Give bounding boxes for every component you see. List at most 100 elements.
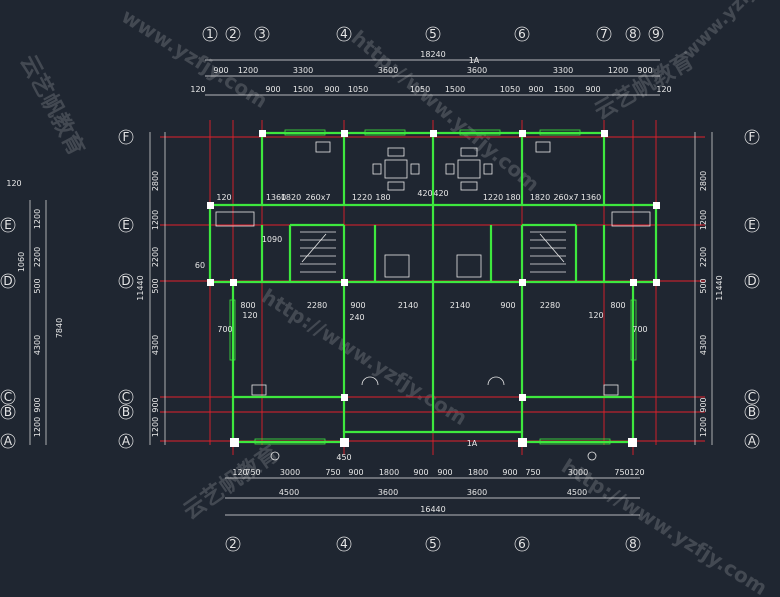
svg-text:3: 3 xyxy=(258,27,266,41)
dimension-label: 500 xyxy=(151,278,160,293)
dimension-label: 1800 xyxy=(379,468,399,477)
svg-text:4: 4 xyxy=(340,27,348,41)
watermark-text: 云艺帆教育 xyxy=(590,48,698,126)
dimension-label: 120 xyxy=(232,468,247,477)
axis-marker: C xyxy=(118,389,134,405)
svg-text:E: E xyxy=(122,218,130,232)
svg-text:F: F xyxy=(123,130,130,144)
axis-marker: F xyxy=(744,129,760,145)
dimension-label: 3600 xyxy=(467,66,487,75)
dimension-label: 3000 xyxy=(280,468,300,477)
dimension-label: 120 xyxy=(216,193,231,202)
axis-marker: 5 xyxy=(425,26,441,42)
svg-text:F: F xyxy=(749,130,756,144)
dimension-label: 2280 xyxy=(540,301,560,310)
dimension-label: 900 xyxy=(637,66,652,75)
axis-marker: E xyxy=(744,217,760,233)
far-left-vertical-dimensions: 120 1200 1060 2200 500 4300 900 1200 784… xyxy=(6,179,64,437)
dimension-label: 1220 xyxy=(352,193,372,202)
svg-text:D: D xyxy=(747,274,756,288)
dimension-label: 900 xyxy=(324,85,339,94)
dimension-label: 1360 xyxy=(266,193,286,202)
dimension-label: 120 xyxy=(242,311,257,320)
dimension-label: 3300 xyxy=(293,66,313,75)
left-vertical-dimensions: 2800 1200 2200 500 4300 900 1200 11440 xyxy=(136,171,160,437)
svg-text:2: 2 xyxy=(229,27,237,41)
dimension-label: 500 xyxy=(699,278,708,293)
svg-text:E: E xyxy=(748,218,756,232)
axis-marker: 9 xyxy=(648,26,664,42)
dimension-label: 2140 xyxy=(398,301,418,310)
svg-text:5: 5 xyxy=(429,537,437,551)
dimension-label: 240 xyxy=(349,313,364,322)
dimension-label: 800 xyxy=(240,301,255,310)
dimension-label: 1500 xyxy=(554,85,574,94)
dimension-label: 700 xyxy=(217,325,232,334)
dimension-label: 1820 xyxy=(281,193,301,202)
dimension-label: 900 xyxy=(699,397,708,412)
axis-marker: 6 xyxy=(514,26,530,42)
svg-text:7: 7 xyxy=(600,27,608,41)
svg-text:6: 6 xyxy=(518,537,526,551)
windows xyxy=(229,129,637,445)
axis-marker: E xyxy=(118,217,134,233)
dimension-label: 700 xyxy=(632,325,647,334)
watermark-text: www.yzfjy.com xyxy=(679,0,780,64)
svg-text:C: C xyxy=(122,390,130,404)
axis-marker: B xyxy=(0,404,16,420)
svg-text:A: A xyxy=(122,434,131,448)
inner-dimensions: 1820 260x7 1360 420 1220 180 420 1220 18… xyxy=(216,189,601,202)
axis-marker: B xyxy=(744,404,760,420)
fixtures xyxy=(215,141,651,461)
dimension-label: 1200 xyxy=(151,417,160,437)
dimension-label: 1050 xyxy=(348,85,368,94)
dimension-label: 900 xyxy=(350,301,365,310)
right-vertical-dimensions: 2800 1200 2200 500 4300 900 1200 11440 xyxy=(699,171,724,437)
axis-marker: 2 xyxy=(225,26,241,42)
axis-marker: 1 xyxy=(202,26,218,42)
dimension-label: 1200 xyxy=(33,209,42,229)
axis-marker: 7 xyxy=(596,26,612,42)
dimension-total: 11440 xyxy=(715,275,724,300)
watermark-text: 云艺帆教育 xyxy=(179,441,284,525)
dimension-label: 180 xyxy=(375,193,390,202)
dimension-label: 1500 xyxy=(293,85,313,94)
dimension-label: 420 xyxy=(417,189,432,198)
watermark-text: www.yzfjy.com xyxy=(117,4,272,113)
axis-marker: D xyxy=(0,273,16,289)
dimension-label: 1200 xyxy=(608,66,628,75)
axis-marker: B xyxy=(118,404,134,420)
dimension-label: 2200 xyxy=(33,247,42,267)
svg-text:A: A xyxy=(748,434,757,448)
dimension-label: 120 xyxy=(629,468,644,477)
axis-marker: A xyxy=(0,433,16,449)
dimension-total: 18240 xyxy=(420,50,445,59)
dimension-label: 60 xyxy=(195,261,205,270)
dimension-label: 800 xyxy=(610,301,625,310)
dimension-total: 11440 xyxy=(136,275,145,300)
dimension-label: 750 xyxy=(525,468,540,477)
svg-text:2: 2 xyxy=(229,537,237,551)
svg-text:4: 4 xyxy=(340,537,348,551)
dimension-label: 2200 xyxy=(151,247,160,267)
dimension-label: 900 xyxy=(265,85,280,94)
far-left-axis-markers: E D C B A xyxy=(0,217,16,449)
dimension-label: 1060 xyxy=(17,252,26,272)
axis-marker: A xyxy=(744,433,760,449)
dimension-label: 1200 xyxy=(699,417,708,437)
dimension-total: 7840 xyxy=(55,318,64,338)
axis-marker: A xyxy=(118,433,134,449)
svg-text:1: 1 xyxy=(206,27,214,41)
dimension-label: 2200 xyxy=(699,247,708,267)
dimension-label: 3600 xyxy=(467,488,487,497)
axis-marker: E xyxy=(0,217,16,233)
dimension-label: 2280 xyxy=(307,301,327,310)
svg-text:E: E xyxy=(4,218,12,232)
dimension-label: 1200 xyxy=(699,210,708,230)
dimension-label: 120 xyxy=(6,179,21,188)
left-axis-markers: F E D C B A xyxy=(118,129,134,449)
axis-marker: F xyxy=(118,129,134,145)
bottom-axis-markers: 2 4 5 6 8 xyxy=(225,536,641,552)
svg-text:A: A xyxy=(4,434,13,448)
watermark-text: 云艺帆教育 xyxy=(15,51,90,160)
